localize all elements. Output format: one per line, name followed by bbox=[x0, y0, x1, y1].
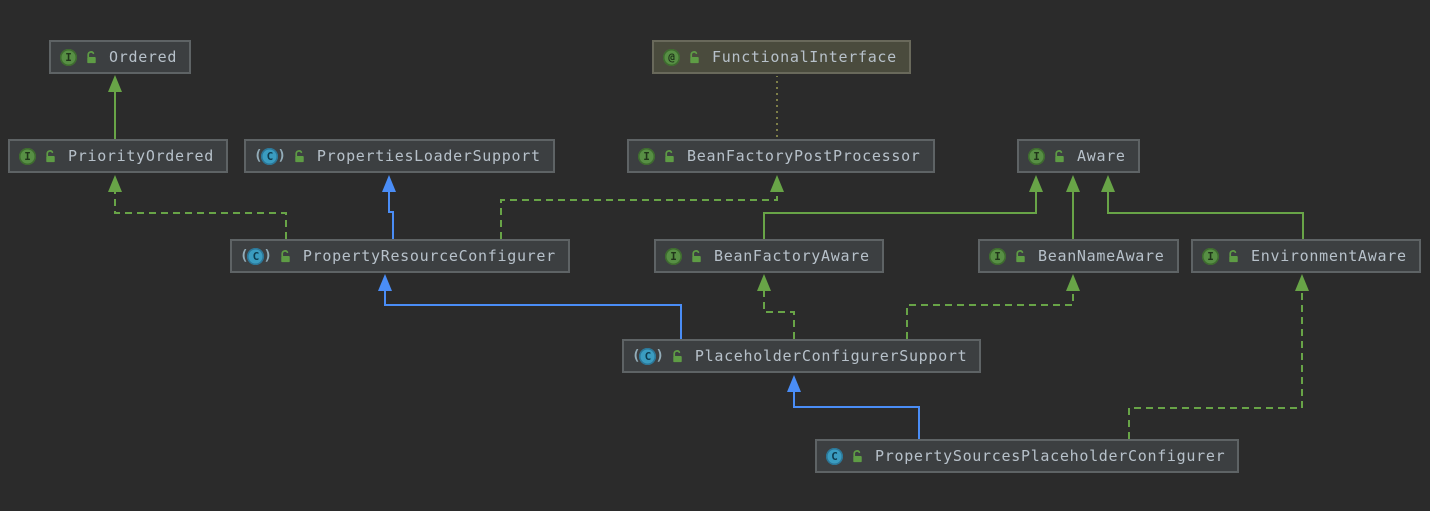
class-node-bean-factory-aware[interactable]: I BeanFactoryAware bbox=[654, 239, 884, 273]
edge-PlaceholderConfigurerSupport-to-PropertyResourceConfigurer bbox=[378, 274, 682, 339]
class-name-label: Ordered bbox=[109, 47, 178, 66]
edge-PropertyResourceConfigurer-to-PropertiesLoaderSupport bbox=[382, 175, 396, 239]
interface-icon: I bbox=[1028, 147, 1045, 165]
public-lock-icon bbox=[46, 149, 55, 162]
class-node-property-sources-placeholder-configurer[interactable]: C PropertySourcesPlaceholderConfigurer bbox=[815, 439, 1240, 473]
edge-PropertySourcesPlaceholderConfigurer-to-EnvironmentAware bbox=[1128, 274, 1309, 439]
abstract-class-icon: (C) bbox=[632, 347, 664, 365]
interface-icon: I bbox=[638, 147, 655, 165]
edge-PropertyResourceConfigurer-to-PriorityOrdered bbox=[108, 175, 287, 239]
abstract-class-icon: (C) bbox=[254, 147, 286, 165]
class-name-label: FunctionalInterface bbox=[712, 47, 897, 66]
edge-PriorityOrdered-to-Ordered bbox=[108, 75, 122, 139]
interface-icon: I bbox=[989, 247, 1006, 265]
public-lock-icon bbox=[665, 149, 674, 162]
interface-icon: I bbox=[60, 48, 77, 66]
class-node-placeholder-configurer-support[interactable]: (C) PlaceholderConfigurerSupport bbox=[622, 339, 982, 373]
edge-EnvironmentAware-to-Aware bbox=[1101, 175, 1304, 239]
edge-PropertyResourceConfigurer-to-BeanFactoryPostProcessor bbox=[500, 175, 784, 239]
public-lock-icon bbox=[692, 249, 701, 262]
class-node-functional-interface[interactable]: @ FunctionalInterface bbox=[652, 40, 911, 74]
edge-PlaceholderConfigurerSupport-to-BeanNameAware bbox=[906, 274, 1080, 339]
class-node-priority-ordered[interactable]: I PriorityOrdered bbox=[8, 139, 228, 173]
class-name-label: PropertiesLoaderSupport bbox=[316, 146, 541, 165]
class-node-bean-factory-post-processor[interactable]: I BeanFactoryPostProcessor bbox=[627, 139, 935, 173]
public-lock-icon bbox=[1055, 149, 1064, 162]
class-node-aware[interactable]: I Aware bbox=[1017, 139, 1140, 173]
edge-BeanFactoryAware-to-Aware bbox=[763, 175, 1043, 239]
class-name-label: BeanNameAware bbox=[1038, 246, 1165, 265]
class-name-label: PropertySourcesPlaceholderConfigurer bbox=[875, 446, 1226, 465]
interface-icon: I bbox=[19, 147, 36, 165]
public-lock-icon bbox=[853, 449, 862, 462]
class-name-label: Aware bbox=[1077, 146, 1126, 165]
public-lock-icon bbox=[295, 149, 304, 162]
edge-PlaceholderConfigurerSupport-to-BeanFactoryAware bbox=[757, 274, 795, 339]
edge-PropertySourcesPlaceholderConfigurer-to-PlaceholderConfigurerSupport bbox=[787, 375, 920, 439]
class-name-label: PlaceholderConfigurerSupport bbox=[694, 346, 968, 365]
interface-icon: I bbox=[665, 247, 682, 265]
class-node-property-resource-configurer[interactable]: (C) PropertyResourceConfigurer bbox=[230, 239, 570, 273]
class-name-label: BeanFactoryAware bbox=[714, 246, 870, 265]
public-lock-icon bbox=[1016, 249, 1025, 262]
edge-BeanNameAware-to-Aware bbox=[1066, 175, 1080, 239]
public-lock-icon bbox=[673, 349, 682, 362]
public-lock-icon bbox=[1229, 249, 1238, 262]
class-name-label: BeanFactoryPostProcessor bbox=[687, 146, 921, 165]
public-lock-icon bbox=[690, 50, 699, 63]
interface-icon: I bbox=[1202, 247, 1219, 265]
class-icon: C bbox=[826, 447, 843, 465]
class-node-ordered[interactable]: I Ordered bbox=[49, 40, 192, 74]
class-name-label: PriorityOrdered bbox=[68, 146, 214, 165]
public-lock-icon bbox=[87, 50, 96, 63]
class-node-bean-name-aware[interactable]: I BeanNameAware bbox=[978, 239, 1179, 273]
class-name-label: PropertyResourceConfigurer bbox=[302, 246, 556, 265]
class-node-properties-loader-support[interactable]: (C) PropertiesLoaderSupport bbox=[244, 139, 555, 173]
abstract-class-icon: (C) bbox=[240, 247, 272, 265]
annotation-icon: @ bbox=[663, 48, 680, 66]
public-lock-icon bbox=[281, 249, 290, 262]
class-name-label: EnvironmentAware bbox=[1251, 246, 1407, 265]
class-node-environment-aware[interactable]: I EnvironmentAware bbox=[1191, 239, 1421, 273]
